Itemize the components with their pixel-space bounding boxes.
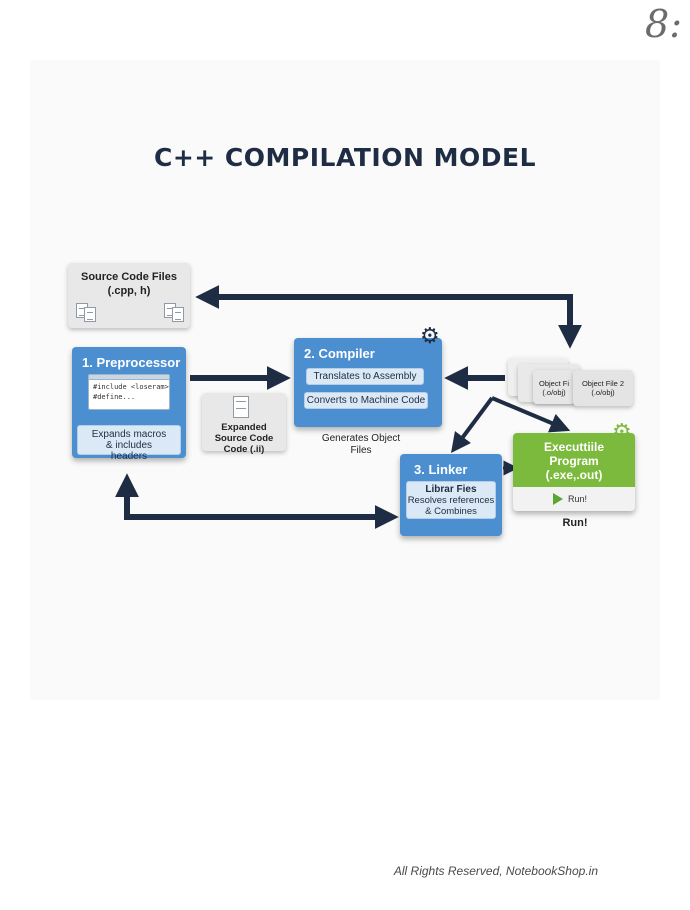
document-files-icon <box>172 307 184 322</box>
gear-icon: ⚙ <box>420 323 440 348</box>
executable-header <box>513 433 635 487</box>
run-button-label: Run! <box>568 494 588 504</box>
object-file-2-name: Object File 2 <box>581 379 625 388</box>
object-file-2: Object File 2 (.o/obj) <box>573 370 633 406</box>
executable-box: Executtiile Program (.exe,.out) Run! <box>513 433 635 511</box>
expanded-source-box: Expanded Source Code Code (.ii) <box>202 393 286 455</box>
compiler-box: 2. Compiler Translates to Assembly Conve… <box>294 338 442 427</box>
expanded-source-label: Expanded Source Code Code (.ii) <box>214 422 274 455</box>
source-code-sublabel: (.cpp, h) <box>107 285 151 297</box>
object-file-1-ext: (.o/obj) <box>542 388 566 397</box>
compiler-caption: Generates Object Files <box>321 433 401 456</box>
gear-icon: ⚙ <box>612 419 632 444</box>
executable-caption: Run! <box>562 517 588 529</box>
page-number: 8: <box>645 2 682 46</box>
linker-title: 3. Linker <box>414 462 468 477</box>
source-code-files-box: Source Code Files (.cpp, h) <box>68 263 190 328</box>
preprocessor-code-line: #include <loseram> <box>93 383 169 391</box>
object-file-1-name: Object Fi <box>538 379 569 388</box>
preprocessor-box: 1. Preprocessor #include <loseram> #defi… <box>72 347 186 462</box>
run-button[interactable]: Run! <box>553 492 587 506</box>
executable-title: Executtiile Program (.exe,.out) <box>543 440 605 482</box>
compiler-step-machine-code: Converts to Machine Code <box>304 392 428 409</box>
preprocessor-title: 1. Preprocessor <box>82 355 181 370</box>
diagram-title: C++ COMPILATION MODEL <box>153 143 536 172</box>
compiler-step-assembly: Translates to Assembly <box>306 368 424 385</box>
document-icon <box>233 396 249 418</box>
linker-box: 3. Linker Librar Fies Resolves reference… <box>400 454 502 536</box>
preprocessor-code-window: #include <loseram> #define... <box>88 374 170 410</box>
preprocessor-code-line: #define... <box>93 393 136 401</box>
compiler-title: 2. Compiler <box>304 346 375 361</box>
object-file-1: Object Fi (.o/obj) <box>533 370 575 404</box>
linker-description: Resolves references & Combines <box>407 495 495 517</box>
linker-details: Librar Fies Resolves references & Combin… <box>406 481 496 519</box>
linker-library: Librar Fies <box>425 484 477 495</box>
play-icon <box>553 493 563 505</box>
object-file-2-ext: (.o/obj) <box>591 388 615 397</box>
document-files-icon <box>84 307 96 322</box>
source-code-label: Source Code Files <box>81 271 177 283</box>
preprocessor-description: Expands macros & includes headers <box>77 425 181 462</box>
footer-copyright: All Rights Reserved, NotebookShop.in <box>393 864 598 878</box>
